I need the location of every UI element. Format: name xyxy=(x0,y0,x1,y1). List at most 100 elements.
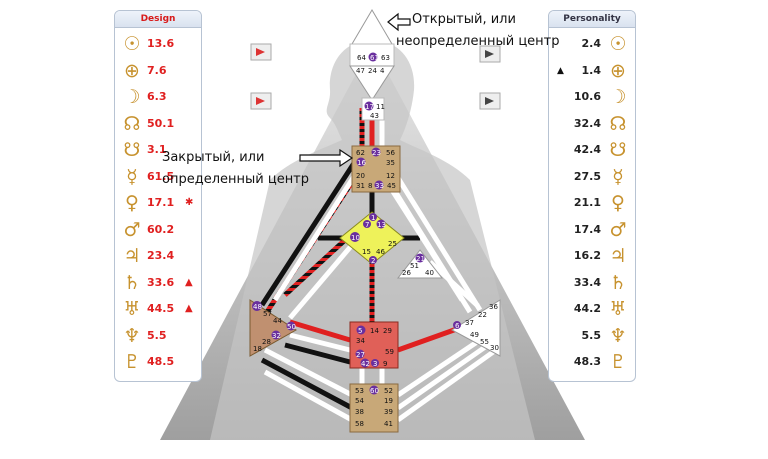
gate-47: 47 xyxy=(356,67,365,75)
personality-gate-value: 16.2 xyxy=(573,249,601,262)
planet-glyph-icon: ☿ xyxy=(126,165,138,188)
gate-22: 22 xyxy=(478,311,487,319)
gate-33-active xyxy=(374,180,384,190)
gate-16-active xyxy=(356,157,366,167)
design-arrow-top[interactable] xyxy=(250,43,272,61)
gate-8: 8 xyxy=(368,182,372,190)
planet-glyph-icon: ♂ xyxy=(609,218,627,241)
personality-gate-value: 32.4 xyxy=(573,116,601,130)
design-row: ☊ 50.1 xyxy=(115,113,201,139)
annotation-arrow-open xyxy=(387,12,411,32)
gate-10-active xyxy=(350,232,360,242)
gate-55: 55 xyxy=(480,338,489,346)
design-gate-value: 13.6 xyxy=(147,37,175,50)
gate-60-active xyxy=(369,385,379,395)
planet-glyph-icon: ☋ xyxy=(123,139,141,161)
design-arrow-bottom[interactable] xyxy=(250,92,272,110)
planet-glyph-icon: ♄ xyxy=(609,271,627,294)
gate-21: 21 xyxy=(416,255,425,263)
gate-42-active xyxy=(360,358,370,368)
gate-6-active xyxy=(453,321,461,329)
design-row: ♀17.1✱ xyxy=(115,192,201,218)
gate-57: 57 xyxy=(263,310,272,318)
gate-62: 62 xyxy=(356,149,365,157)
gate-64: 64 xyxy=(357,54,366,62)
open-center-line-2: неопределенный центр xyxy=(396,34,560,49)
gate-35: 35 xyxy=(386,159,395,167)
personality-arrow-bottom[interactable] xyxy=(479,92,501,110)
gate-36: 36 xyxy=(489,303,498,311)
design-mark-icon: ✱ xyxy=(185,197,194,208)
gate-60: 60 xyxy=(370,387,379,395)
personality-arrow-top[interactable] xyxy=(479,45,501,63)
defined-center-line-1: Закрытый, или xyxy=(162,150,265,165)
gate-58: 58 xyxy=(355,420,364,428)
gate-26: 26 xyxy=(402,269,411,277)
gate-32-active xyxy=(271,330,281,340)
personality-gate-value: 10.6 xyxy=(573,90,601,103)
gate-49: 49 xyxy=(470,331,479,339)
gate-17: 17 xyxy=(365,103,374,111)
gate-61: 61 xyxy=(370,54,379,62)
gate-23: 23 xyxy=(372,149,381,157)
gate-13: 13 xyxy=(377,221,386,229)
personality-panel: Personality ☉2.4⊕1.4▲☽10.6☊32.4☋42.4☿27.… xyxy=(548,10,636,382)
gate-13-active xyxy=(376,219,386,229)
design-row: ⊕7.6 xyxy=(115,60,201,86)
design-row: ♃23.4 xyxy=(115,245,201,271)
personality-mark-icon: ▲ xyxy=(557,65,564,76)
planet-glyph-icon: ☉ xyxy=(123,33,141,55)
gate-38: 38 xyxy=(355,408,364,416)
gate-1-active xyxy=(369,213,377,221)
gate-12: 12 xyxy=(386,172,395,180)
design-row: ♂60.2 xyxy=(115,219,201,245)
planet-glyph-icon: ♀ xyxy=(611,192,625,214)
design-gate-value: 44.5 xyxy=(147,302,175,315)
design-gate-value: 17.1 xyxy=(147,196,175,209)
personality-row: ⊕1.4▲ xyxy=(549,60,635,86)
gate-28: 28 xyxy=(262,338,271,346)
design-row: ♆5.5 xyxy=(115,325,201,351)
planet-glyph-icon: ☊ xyxy=(123,112,141,135)
design-gate-value: 6.3 xyxy=(147,90,167,103)
gate-46: 46 xyxy=(376,248,385,256)
gate-63: 63 xyxy=(381,54,390,62)
personality-row: ☋ 42.4 xyxy=(549,139,635,165)
planet-glyph-icon: ♆ xyxy=(123,324,141,347)
gate-20: 20 xyxy=(356,172,365,180)
personality-row: ♃16.2 xyxy=(549,245,635,271)
personality-gate-value: 42.4 xyxy=(573,143,601,156)
gate-40: 40 xyxy=(425,269,434,277)
gate-32: 32 xyxy=(272,332,281,340)
planet-glyph-icon: ♅ xyxy=(609,298,627,320)
gate-33: 33 xyxy=(375,182,384,190)
gate-59: 59 xyxy=(385,348,394,356)
gate-21-active xyxy=(415,253,425,263)
personality-row: ♇48.3 xyxy=(549,351,635,377)
annotation-arrow-defined xyxy=(299,148,354,168)
defined-center-line-2: определенный центр xyxy=(162,172,310,187)
gate-25: 25 xyxy=(388,240,397,248)
planet-glyph-icon: ♅ xyxy=(123,298,141,320)
gate-5: 5 xyxy=(358,327,362,335)
gate-61-active xyxy=(368,52,378,62)
personality-row: ♅ 44.2 xyxy=(549,298,635,324)
gate-19: 19 xyxy=(384,397,393,405)
planet-glyph-icon: ☋ xyxy=(609,139,627,161)
gate-50-active xyxy=(286,321,296,331)
design-row: ♅44.5▲ xyxy=(115,298,201,324)
personality-gate-value: 44.2 xyxy=(573,302,601,315)
gate-53: 53 xyxy=(355,387,364,395)
gate-37: 37 xyxy=(465,319,474,327)
design-panel: Design ☉13.6⊕7.6☽6.3☊50.1☋3.1☿61.5♀17.1✱… xyxy=(114,10,202,382)
gate-43: 43 xyxy=(370,112,379,120)
design-gate-value: 60.2 xyxy=(147,222,175,236)
planet-glyph-icon: ♆ xyxy=(609,324,627,347)
gate-9: 9 xyxy=(383,360,387,368)
gate-17-active xyxy=(364,101,374,111)
gate-27: 27 xyxy=(356,351,365,359)
gate-27-active xyxy=(355,349,365,359)
design-gate-value: 50.1 xyxy=(147,116,175,130)
personality-row: ♀21.1 xyxy=(549,192,635,218)
